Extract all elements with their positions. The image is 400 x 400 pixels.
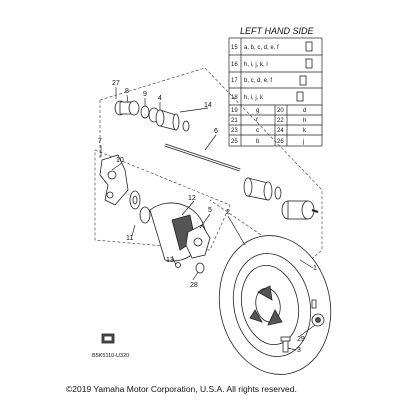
callout-14: 14	[204, 102, 212, 109]
callout-29: 29	[297, 336, 305, 343]
wheel-rim	[240, 265, 300, 345]
wheel-nut	[311, 313, 325, 327]
table-row-no: 17	[231, 78, 238, 84]
callout-11: 11	[126, 235, 133, 242]
callout-10: 10	[116, 157, 124, 164]
table-title: LEFT HAND SIDE	[240, 26, 315, 36]
table-pair-no: 19	[231, 108, 238, 114]
steering-knuckle	[99, 154, 129, 206]
table-pair-no: 26	[277, 139, 284, 145]
callout-4: 4	[158, 95, 162, 102]
cv-joint-outer	[281, 200, 319, 220]
callout-6: 6	[214, 128, 218, 135]
grease-tube-icon	[305, 58, 313, 69]
washer-small	[175, 262, 181, 268]
knuckle-frame	[94, 149, 231, 251]
table-pair-no: 21	[231, 118, 238, 124]
oil-seal	[139, 206, 151, 224]
boot-band-small	[182, 120, 190, 132]
table-row-text: h, i, j, k, l	[244, 62, 268, 68]
copyright-text: ©2019 Yamaha Motor Corporation, U.S.A. A…	[66, 384, 297, 394]
table-pair-letter: g	[256, 108, 259, 114]
callout-27: 27	[112, 80, 120, 87]
table-row-text: h, i, j, k	[244, 95, 264, 101]
grease-tube-icon	[299, 75, 307, 86]
left-hand-side-table: LEFT HAND SIDE 15 a, b, c, d, e, f 16 h,…	[228, 26, 323, 147]
inner-boot	[155, 109, 180, 131]
callout-7: 7	[98, 138, 102, 145]
grease-tube-icon	[305, 41, 313, 52]
callout-2: 2	[226, 209, 230, 216]
callout-9: 9	[143, 91, 147, 98]
callout-13: 13	[166, 257, 174, 264]
cotter-pin	[311, 299, 317, 309]
exploded-frame	[99, 67, 323, 266]
table-pair-letter: f	[256, 118, 258, 124]
leader-lines	[100, 87, 316, 351]
table-row-no: 16	[231, 62, 238, 68]
table-pair-letter: b	[256, 139, 260, 145]
wheel-bearing	[129, 190, 141, 210]
table-row-text: b, c, d, e, f	[244, 78, 272, 84]
callout-12: 12	[188, 195, 196, 202]
table-pair-letter: c	[256, 128, 259, 134]
circlip	[140, 105, 150, 119]
grease-tube-icon	[296, 91, 304, 102]
callouts: 27 8 9 4 14 6 7 10 12 5 2 1 11 13 28 29 …	[98, 80, 317, 354]
callout-3: 3	[297, 347, 301, 354]
cv-joint-inner	[114, 100, 140, 116]
table-pair-letter: j	[302, 139, 304, 145]
table-pair-letter: k	[303, 128, 307, 134]
table-border	[228, 37, 323, 147]
boot-band-outer	[274, 186, 282, 200]
callout-28: 28	[190, 282, 198, 289]
table-pair-no: 23	[231, 128, 238, 134]
table-row-no: 15	[231, 45, 238, 51]
table-pair-no: 24	[277, 128, 284, 134]
table-pair-no: 25	[231, 139, 238, 145]
grease-point-icon	[101, 333, 115, 344]
diagram-code: B5K5110-U320	[92, 353, 129, 359]
callout-8: 8	[125, 88, 129, 95]
table-pair-no: 22	[277, 118, 284, 124]
table-row-text: a, b, c, d, e, f	[244, 45, 279, 51]
table-pair-letter: d	[303, 108, 306, 114]
hub-nut	[195, 262, 205, 274]
table-pair-no: 20	[277, 108, 284, 114]
drive-shaft	[164, 143, 241, 172]
callout-5: 5	[208, 207, 212, 214]
table-pair-letter: h	[303, 118, 306, 124]
callout-1: 1	[313, 265, 317, 272]
bolt	[280, 336, 291, 353]
outer-boot	[243, 177, 273, 201]
table-row-no: 18	[231, 95, 238, 101]
